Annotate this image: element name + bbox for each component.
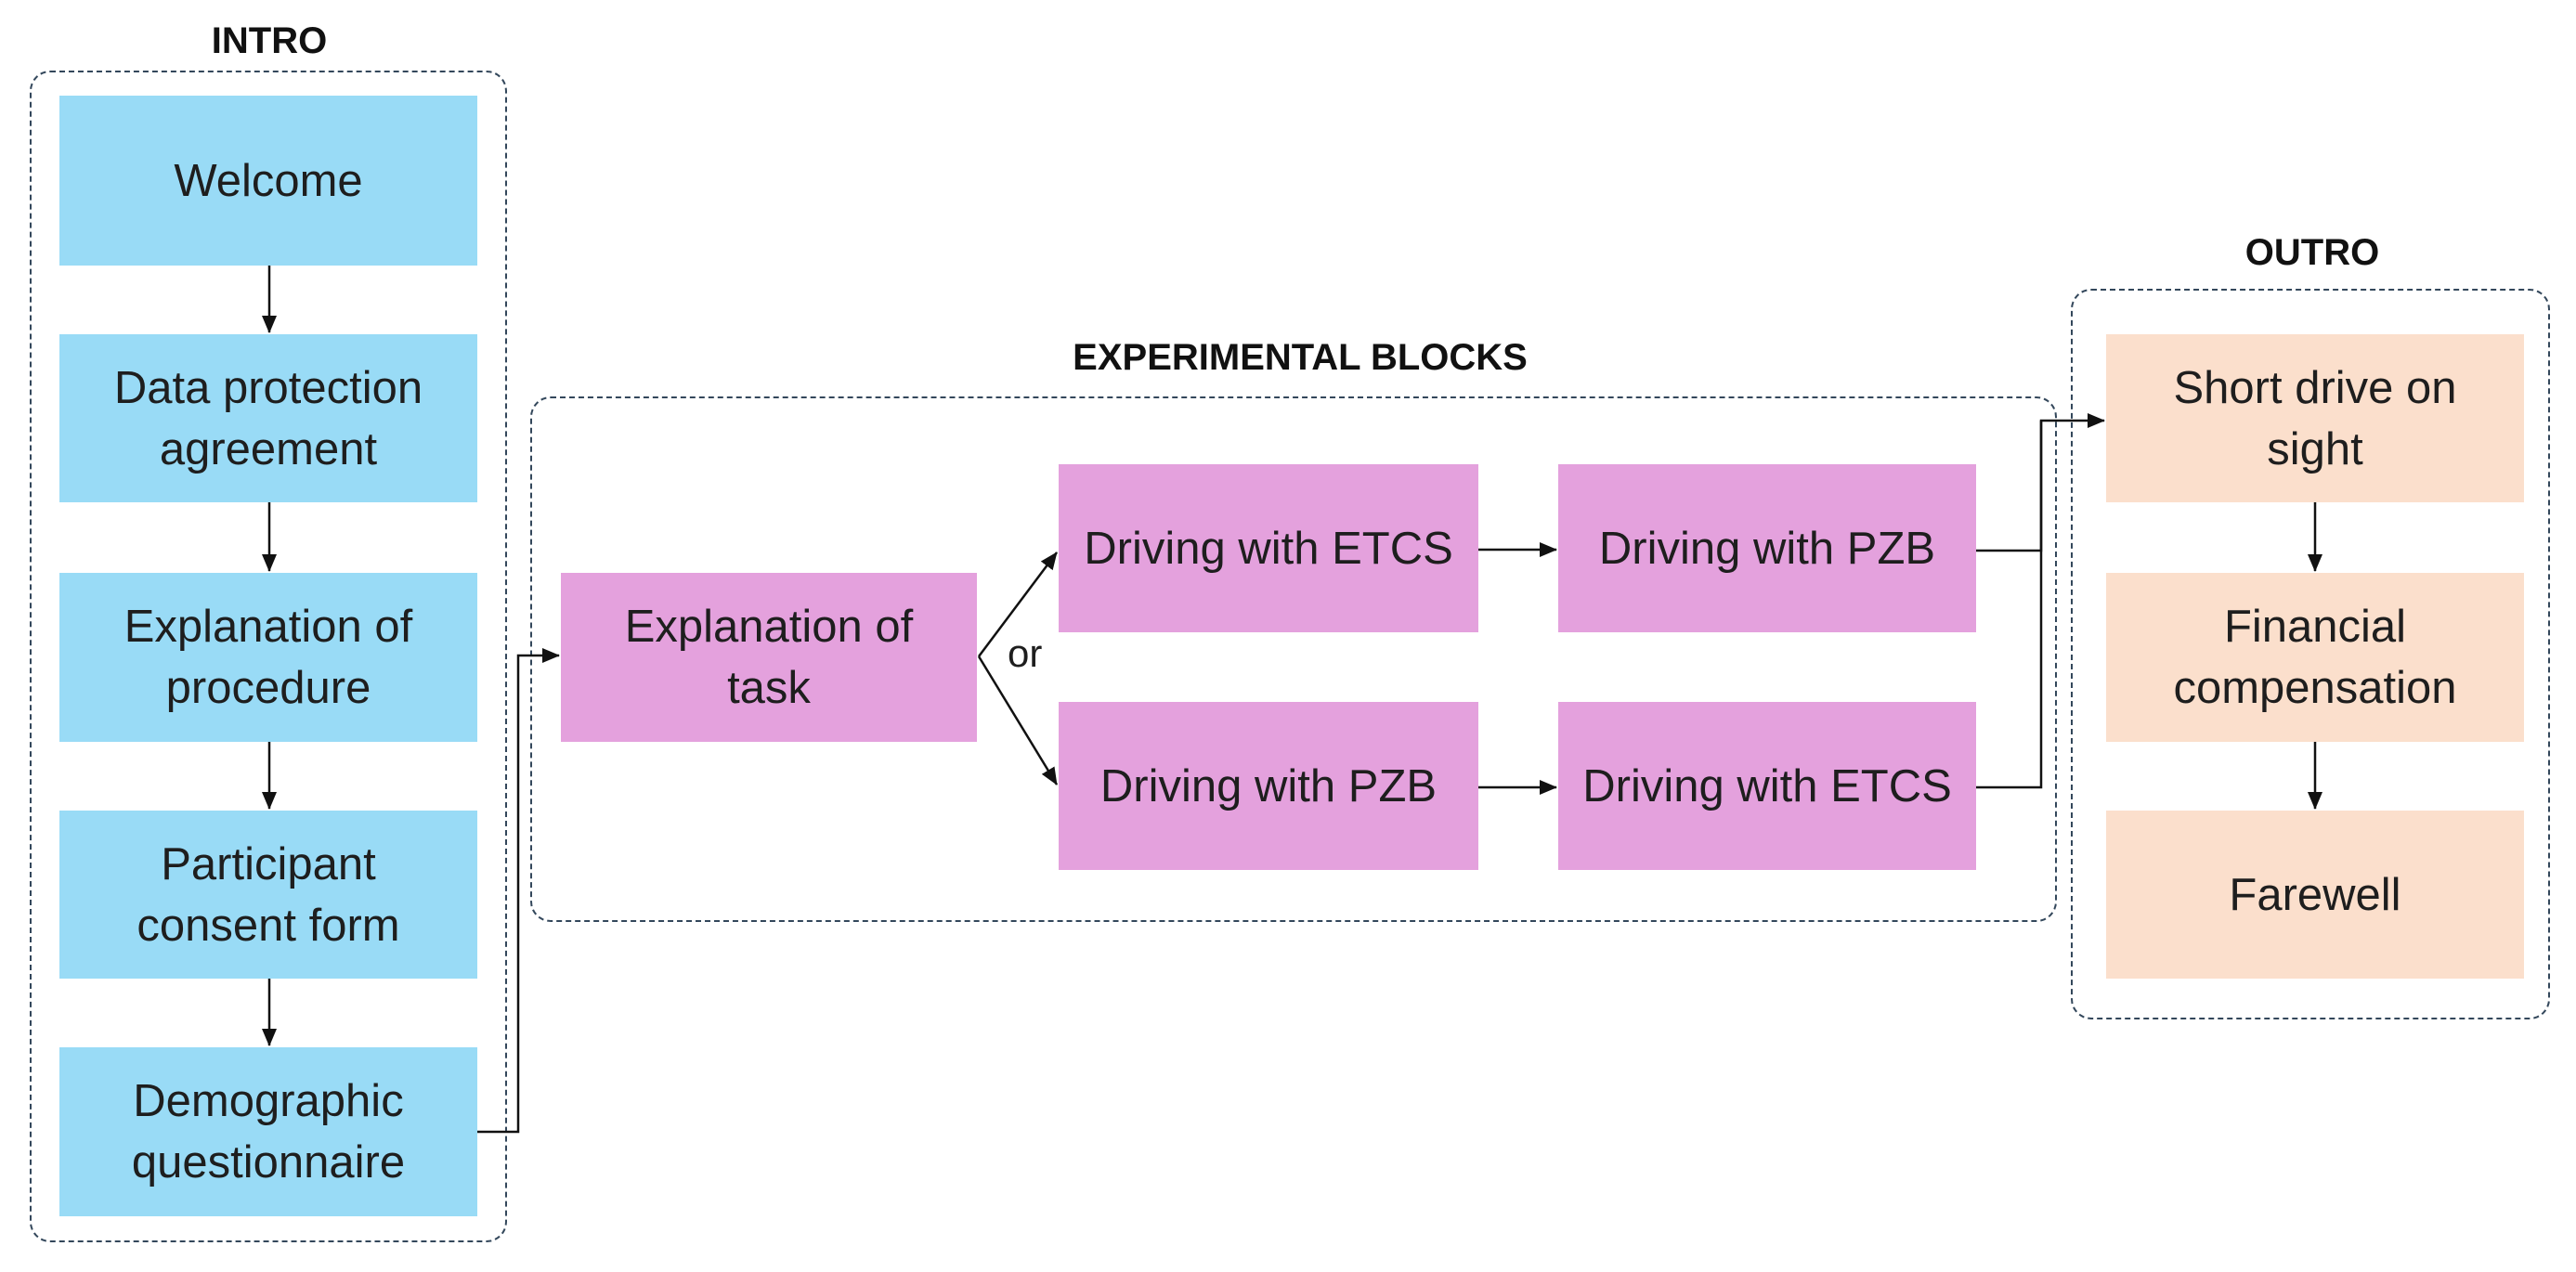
- step-welcome: Welcome: [59, 96, 477, 266]
- step-label: Driving with PZB: [1598, 523, 1936, 574]
- step-branch-a-first: Driving with ETCS: [1059, 464, 1478, 632]
- experimental-blocks-group: [530, 396, 2057, 922]
- step-label: Explanation of procedure: [124, 602, 413, 713]
- step-label: Participant consent form: [137, 838, 400, 951]
- intro-title: INTRO: [211, 20, 328, 61]
- step-label: Welcome: [174, 155, 363, 206]
- experimental-blocks-title: EXPERIMENTAL BLOCKS: [1073, 337, 1528, 378]
- step-participant-consent-form: Participant consent form: [59, 811, 477, 979]
- arrow-demographic-to-task: [477, 648, 560, 1134]
- step-farewell: Farewell: [2106, 811, 2524, 979]
- step-demographic-questionnaire: Demographic questionnaire: [59, 1047, 477, 1216]
- arrow-branch-b-to-outro: [1976, 421, 2043, 789]
- step-financial-compensation: Financial compensation: [2106, 573, 2524, 742]
- step-branch-b-first: Driving with PZB: [1059, 702, 1478, 870]
- arrow-task-to-branch-b: [977, 655, 1059, 785]
- intro-group: [30, 71, 507, 1242]
- step-label: Driving with PZB: [1099, 760, 1438, 811]
- step-branch-b-second: Driving with ETCS: [1558, 702, 1976, 870]
- step-explanation-of-task: Explanation of task: [561, 573, 977, 742]
- step-branch-a-second: Driving with PZB: [1558, 464, 1976, 632]
- step-label: Demographic questionnaire: [131, 1076, 406, 1188]
- outro-title: OUTRO: [2244, 232, 2380, 273]
- step-short-drive-on-sight: Short drive on sight: [2106, 334, 2524, 502]
- step-label: Short drive on sight: [2173, 362, 2457, 474]
- or-label: or: [1008, 631, 1043, 675]
- step-label: Farewell: [2229, 869, 2401, 920]
- step-label: Financial compensation: [2173, 602, 2457, 713]
- step-data-protection-agreement: Data protection agreement: [59, 334, 477, 502]
- step-label: Driving with ETCS: [1582, 760, 1952, 811]
- step-explanation-of-procedure: Explanation of procedure: [59, 573, 477, 742]
- outro-group: [2071, 289, 2550, 1019]
- step-label: Driving with ETCS: [1084, 523, 1453, 574]
- arrow-task-to-branch-a: [978, 552, 1058, 657]
- step-label: Explanation of task: [624, 602, 914, 713]
- step-label: Data protection agreement: [113, 362, 423, 474]
